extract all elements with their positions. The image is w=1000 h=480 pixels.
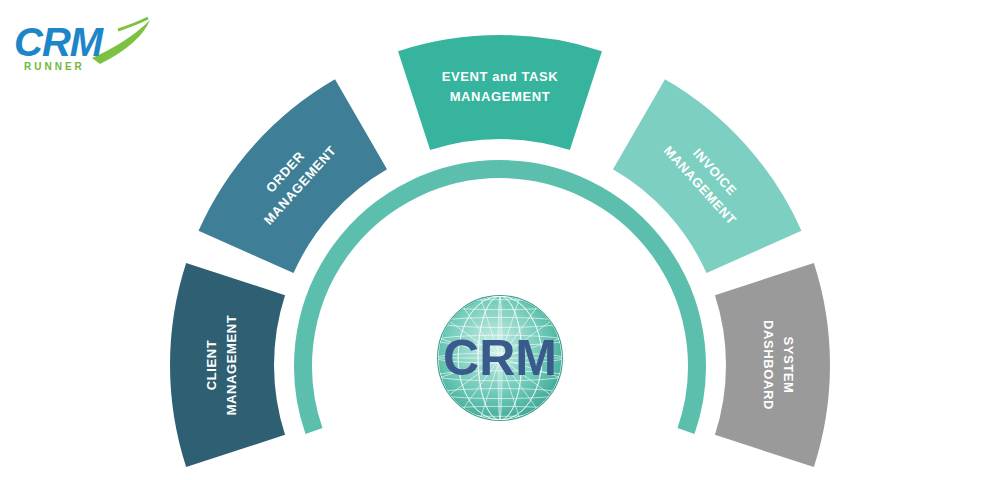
globe-label: CRM: [443, 329, 557, 387]
band-segment: CLIENT MANAGEMENT: [170, 263, 286, 467]
band-label: EVENT and TASK MANAGEMENT: [436, 67, 564, 107]
globe-lattice: [436, 294, 564, 422]
band-segment: INVOICE MANAGEMENT: [613, 79, 802, 274]
band-shape: [170, 263, 285, 467]
band-segment: ORDER MANAGEMENT: [198, 79, 388, 274]
band-segment: EVENT and TASK MANAGEMENT: [398, 35, 602, 151]
band-shape: [613, 79, 801, 273]
band-shape: [199, 79, 387, 273]
inner-arc: [303, 169, 697, 431]
logo-subtitle: RUNNER: [24, 62, 85, 72]
logo-wordmark: CRM: [14, 22, 102, 62]
band-label: SYSTEM DASHBOARD: [758, 301, 798, 429]
band-shape: [398, 35, 602, 150]
band-label: CLIENT MANAGEMENT: [202, 301, 242, 429]
logo-swoosh: [118, 18, 148, 30]
band-shape: [715, 263, 830, 467]
band-segment: SYSTEM DASHBOARD: [714, 263, 830, 467]
globe-node: CRM: [436, 294, 564, 422]
